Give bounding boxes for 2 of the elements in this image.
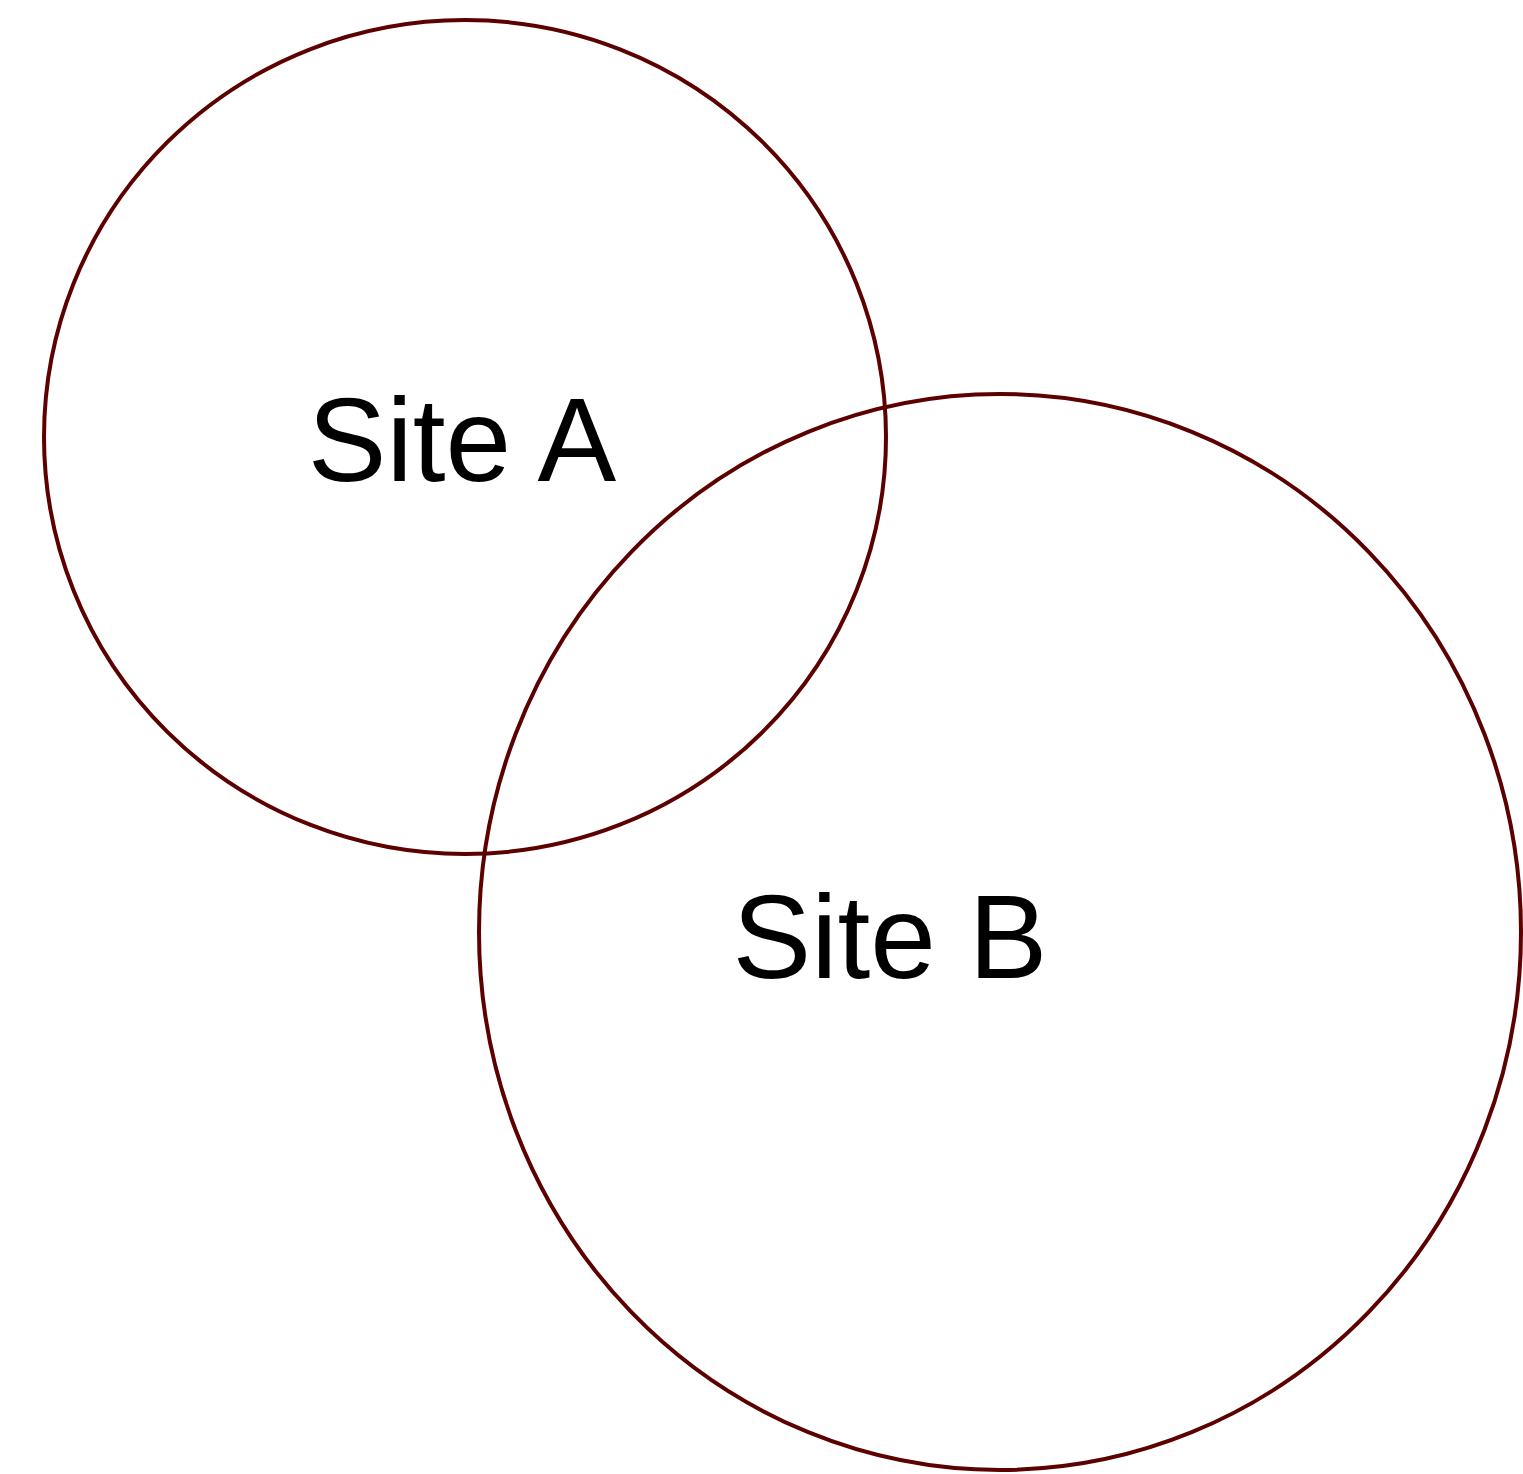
site-label: Site A: [307, 381, 617, 499]
site-label: Site B: [732, 878, 1048, 996]
